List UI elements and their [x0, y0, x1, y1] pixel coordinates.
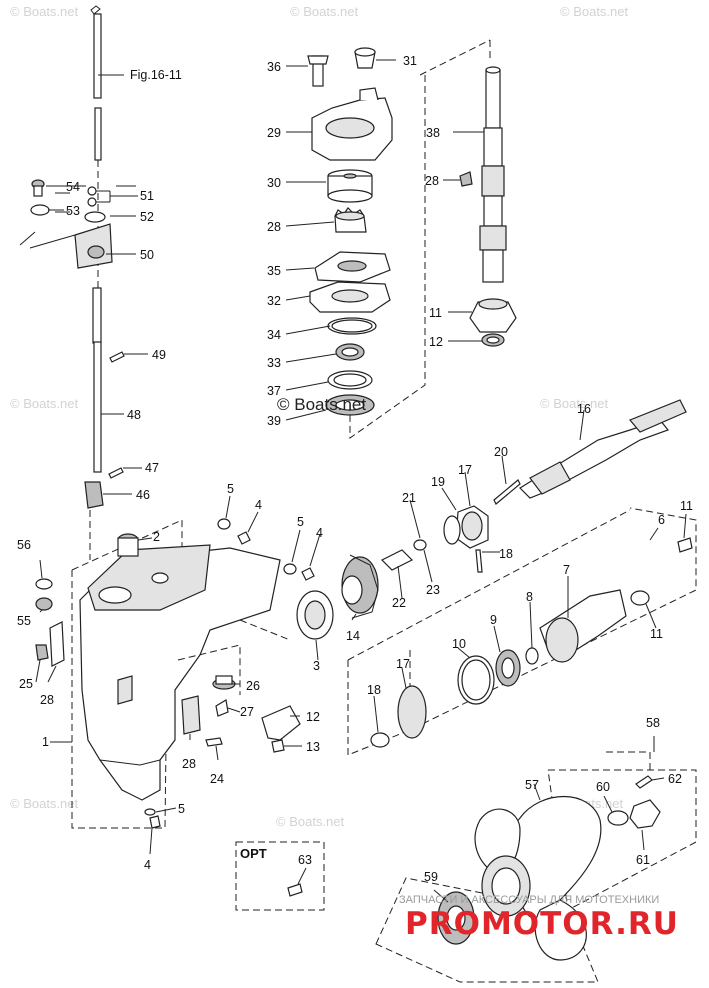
callout-9: 9: [490, 613, 497, 627]
callout-31: 26: [246, 679, 260, 693]
callout-8: 8: [526, 590, 533, 604]
callout-12: 11: [680, 499, 693, 513]
brand-overlay: ЗАПЧАСТИ И АКСЕССУАРЫ ДЛЯ МОТОТЕХНИКИ PR…: [399, 894, 679, 942]
callout-7: 7: [563, 563, 570, 577]
callout-5: 5: [227, 482, 234, 496]
callout-2: 2: [153, 530, 160, 544]
watermark-text: © Boats.net: [10, 396, 79, 411]
housing-small-parts: [35, 518, 315, 829]
callout-44: 38: [426, 126, 440, 140]
callout-46: 48: [127, 408, 141, 422]
callout-45: 39: [267, 414, 281, 428]
reference-label: Fig.16-11: [130, 68, 182, 82]
callout-17: 12: [429, 335, 443, 349]
callout-3: 3: [313, 659, 320, 673]
callout-6: 6: [658, 513, 665, 527]
callout-34: 28: [425, 174, 439, 188]
callout-24: 20: [494, 445, 508, 459]
callout-37: 31: [403, 54, 417, 68]
callout-15: 14: [346, 629, 360, 643]
callout-59: 59: [424, 870, 438, 884]
watermark-text: © Boats.net: [10, 4, 79, 19]
callout-63: 63: [298, 853, 312, 867]
callout-26: 22: [392, 596, 406, 610]
brand-logo-text: PROMOTOR.RU: [405, 906, 679, 942]
callout-23: 19: [431, 475, 445, 489]
callout-19: 18: [367, 683, 381, 697]
callout-55: 55: [17, 614, 31, 628]
callout-27: 23: [426, 583, 440, 597]
callout-38: 32: [267, 294, 281, 308]
callout-21: 17: [458, 463, 472, 477]
watermark-text: © Boats.net: [560, 4, 629, 19]
callout-58: 58: [646, 716, 660, 730]
callout-4: 4: [255, 498, 262, 512]
drive-shaft-assembly: [459, 66, 517, 347]
callout-57: 57: [525, 778, 539, 792]
callout-39: 33: [267, 356, 281, 370]
callout-28: 28: [182, 757, 196, 771]
watermark-text: © Boats.net: [276, 814, 345, 829]
callout-28: 28: [40, 693, 54, 707]
option-box-label: OPT: [240, 846, 267, 861]
callout-54: 54: [66, 180, 80, 194]
callout-16: 11: [429, 306, 442, 320]
callout-25: 21: [402, 491, 416, 505]
callout-47: 46: [136, 488, 150, 502]
shift-rod-assembly: Fig.16-11: [19, 5, 182, 560]
lower-unit-housing: [71, 519, 291, 829]
watermark-text: © Boats.net: [540, 396, 609, 411]
callout-5: 5: [178, 802, 185, 816]
propeller-shaft-housing: [347, 507, 697, 756]
callout-33: 28: [267, 220, 281, 234]
option-box: OPT: [235, 841, 325, 911]
callout-4: 4: [144, 858, 151, 872]
callout-60: 60: [596, 780, 610, 794]
propeller-assembly: [375, 751, 697, 983]
callout-41: 35: [267, 264, 281, 278]
callout-43: 37: [267, 384, 281, 398]
callout-40: 34: [267, 328, 281, 342]
callout-10: 10: [452, 637, 466, 651]
callout-56: 56: [17, 538, 31, 552]
callout-48: 47: [145, 461, 159, 475]
callout-36: 30: [267, 176, 281, 190]
callout-50: 50: [140, 248, 154, 262]
callout-51: 51: [140, 189, 154, 203]
callout-5: 5: [297, 515, 304, 529]
callout-20: 16: [577, 402, 591, 416]
callout-numbers: 36 31 29 30 28 35 32 34 33 37 39 38 28 1…: [17, 54, 693, 884]
callout-32: 27: [240, 705, 254, 719]
callout-61: 61: [636, 853, 650, 867]
callout-35: 29: [267, 126, 281, 140]
callout-49: 49: [152, 348, 166, 362]
callout-14: 13: [306, 740, 320, 754]
callout-22: 18: [499, 547, 513, 561]
gear-assembly: [296, 399, 687, 640]
callout-18: 17: [396, 657, 410, 671]
watermark-text: © Boats.net: [290, 4, 359, 19]
callout-11: 11: [650, 627, 663, 641]
brand-tagline: ЗАПЧАСТИ И АКСЕССУАРЫ ДЛЯ МОТОТЕХНИКИ: [399, 894, 659, 906]
callout-53: 53: [66, 204, 80, 218]
callout-1: 1: [42, 735, 49, 749]
water-pump-assembly: [307, 39, 491, 439]
watermark-text: © Boats.net: [10, 796, 79, 811]
center-watermark: © Boats.net: [277, 395, 366, 414]
callout-52: 52: [140, 210, 154, 224]
callout-13: 12: [306, 710, 320, 724]
callout-62: 62: [668, 772, 682, 786]
callout-4: 4: [316, 526, 323, 540]
callout-29: 24: [210, 772, 224, 786]
callout-30: 25: [19, 677, 33, 691]
callout-42: 36: [267, 60, 281, 74]
leader-lines: [35, 59, 687, 903]
